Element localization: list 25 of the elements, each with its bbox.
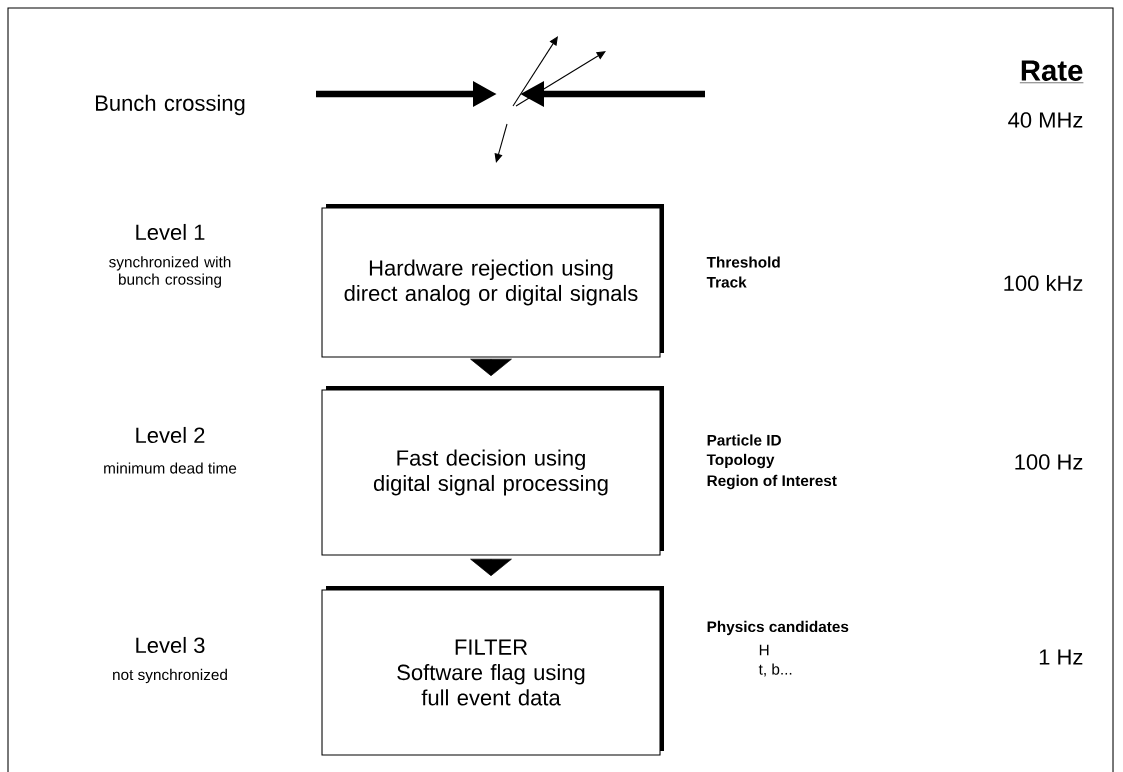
rate-value: 100 kHz	[1004, 274, 1083, 292]
flow-arrow	[470, 358, 512, 377]
criterion-item: H	[759, 644, 769, 656]
criterion-text: Topology	[706, 453, 775, 469]
criterion-text: Physics candidates	[707, 620, 849, 636]
criterion-text: Track	[706, 276, 747, 288]
level-label: Level 3	[136, 636, 205, 654]
column-heading: Rate	[1019, 60, 1084, 84]
rate-value: 100 Hz	[1015, 454, 1083, 470]
level-note: synchronized with bunch crossing	[109, 256, 231, 288]
criterion-text: Threshold	[706, 256, 780, 268]
level-label: Level 1	[136, 223, 205, 241]
rate-value: 40 MHz	[1008, 112, 1083, 128]
criterion-text: Particle ID	[707, 434, 781, 446]
criterion-item: t, b...	[758, 663, 792, 677]
flow-arrow	[470, 558, 512, 577]
level-note: minimum dead time	[104, 462, 237, 474]
rate-value: 1 Hz	[1039, 649, 1083, 665]
process-box: Fast decision using digital signal processing	[321, 386, 664, 556]
level-label: Level 2	[136, 426, 205, 444]
process-box: FILTER Software flag using full event data	[321, 586, 664, 756]
level-note: not synchronized	[113, 668, 227, 684]
criterion-text: Region of Interest	[707, 474, 837, 490]
process-box: Hardware rejection using direct analog or digital signals	[321, 204, 664, 358]
stage-label: Bunch crossing	[96, 94, 245, 116]
